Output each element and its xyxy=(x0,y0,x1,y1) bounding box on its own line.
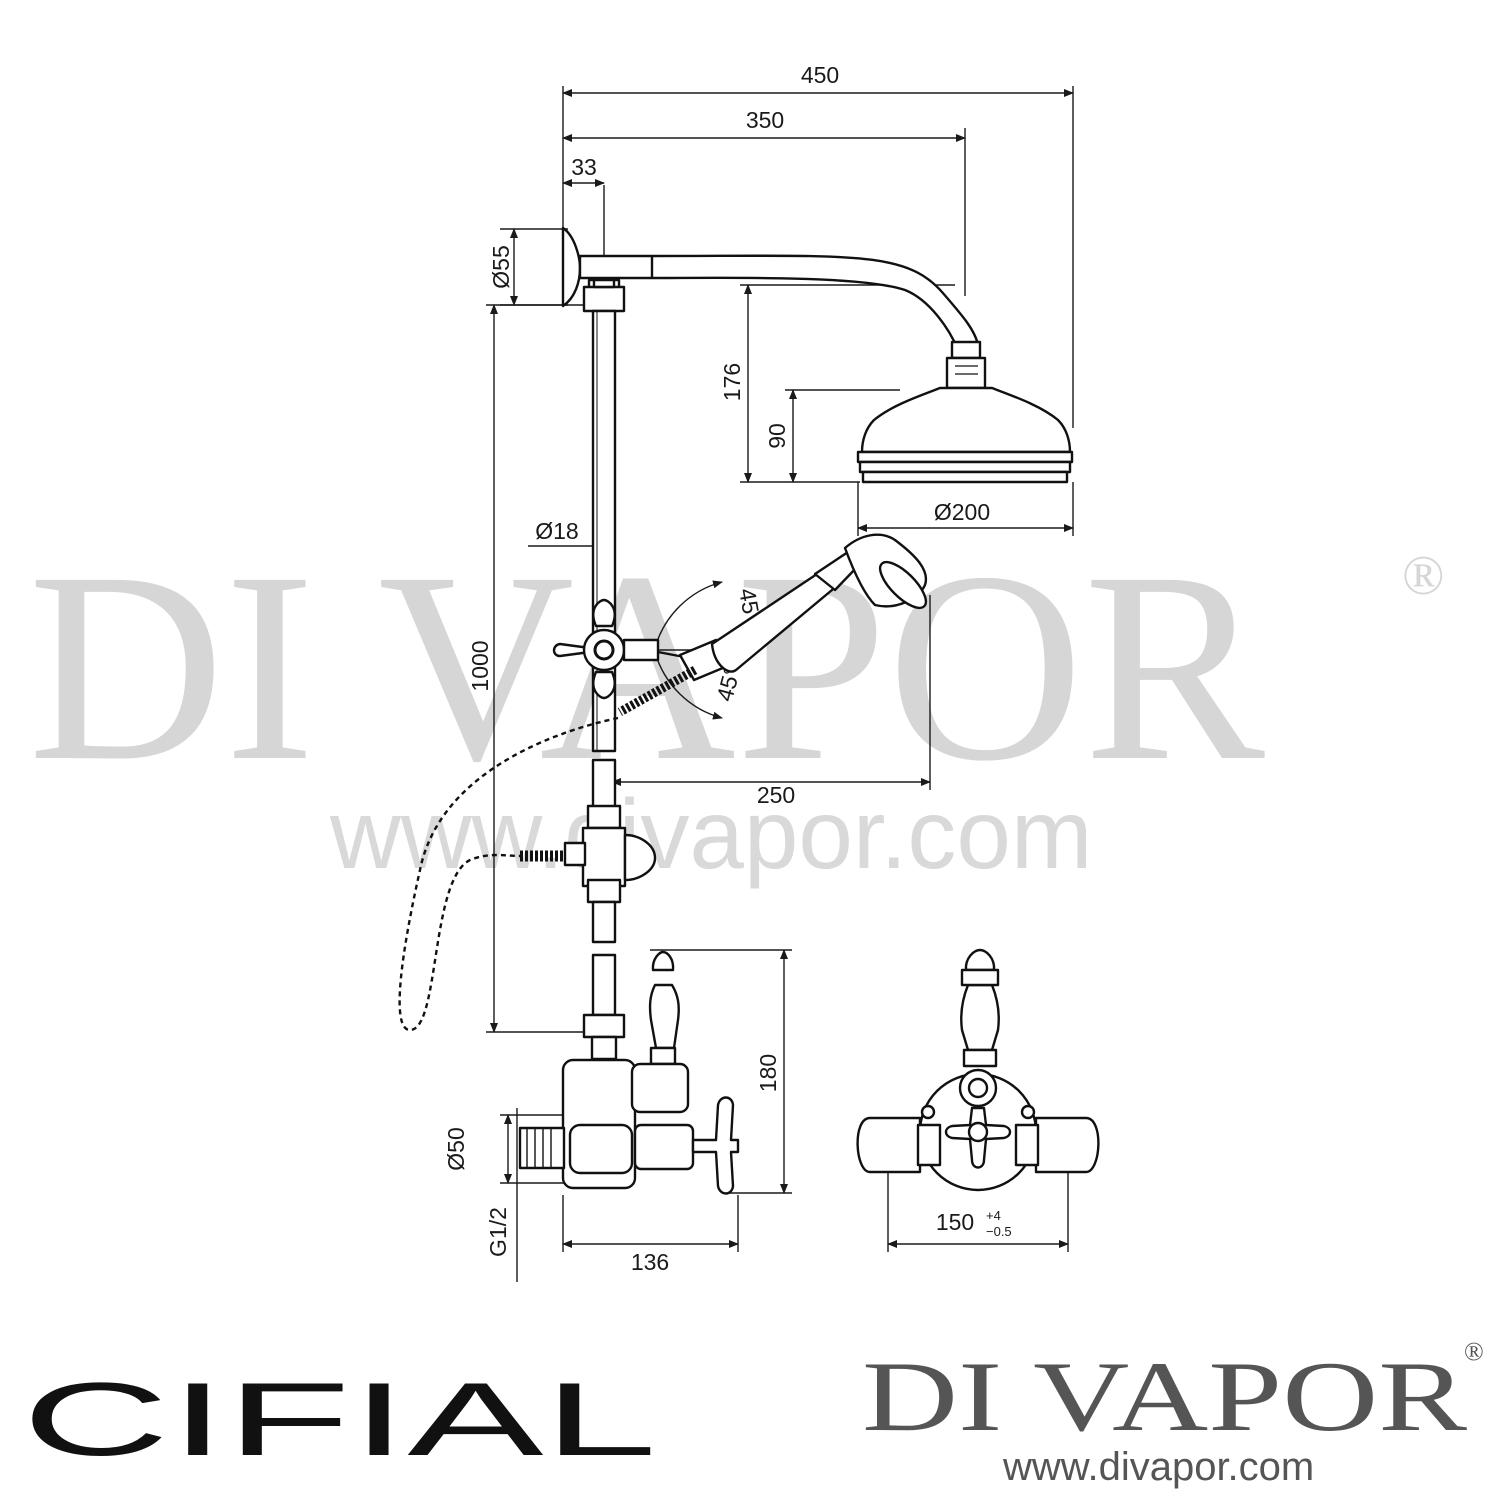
lever-handle-front xyxy=(960,983,1000,1052)
shower-head xyxy=(860,386,1072,454)
dim-total-width: 450 xyxy=(801,62,839,88)
retailer-url: www.divapor.com xyxy=(1002,1445,1314,1489)
dim-wall-flange-dia: Ø55 xyxy=(488,245,514,288)
head-neck xyxy=(950,340,982,360)
dim-head-height: 90 xyxy=(764,423,790,449)
flow-cross-handle-side xyxy=(691,1096,740,1195)
dimension-labels: 450 350 33 Ø55 1000 176 90 Ø200 Ø18 45° … xyxy=(443,62,1012,1275)
dim-rail-dia: Ø18 xyxy=(535,518,578,544)
front-nut-right xyxy=(1014,1123,1040,1167)
diverter-outlet xyxy=(563,841,587,867)
manufacturer-logo: CIFIAL xyxy=(22,1362,657,1478)
riser-rail-middle xyxy=(591,758,617,812)
diverter-lower-nut xyxy=(586,878,622,904)
lever-handle-side xyxy=(648,983,680,1050)
slider-knob-bottom xyxy=(592,670,616,700)
dim-centres: 150 xyxy=(936,1209,974,1235)
hose-coil-upper xyxy=(617,666,698,716)
dim-head-drop: 176 xyxy=(719,363,745,401)
dim-valve-height: 180 xyxy=(755,1054,781,1092)
dim-valve-depth: 136 xyxy=(631,1249,669,1275)
flow-control-shaft xyxy=(633,1123,695,1171)
dim-rail-height: 1000 xyxy=(467,640,493,691)
slider-knob-left xyxy=(552,642,592,658)
dim-inlet-dia: Ø50 xyxy=(443,1127,469,1170)
dim-arm-reach: 350 xyxy=(746,107,784,133)
watermark: DI VAPOR ® www.divapor.com xyxy=(28,516,1445,889)
watermark-url: www.divapor.com xyxy=(329,779,1093,889)
diverter-knob xyxy=(623,833,657,882)
dim-rail-offset: 33 xyxy=(571,154,597,180)
front-inlet-left xyxy=(856,1116,922,1174)
wall-flange xyxy=(561,226,582,308)
watermark-brand: DI VAPOR xyxy=(28,516,1266,817)
dim-centres-tol-minus: −0.5 xyxy=(986,1224,1012,1239)
dim-centres-tol-plus: +4 xyxy=(986,1208,1001,1223)
valve-top-nut xyxy=(582,1013,626,1039)
hose-dashed xyxy=(398,716,619,1032)
retailer-registered-mark: ® xyxy=(1464,1337,1484,1366)
product-drawing xyxy=(398,226,1100,1195)
dim-inlet-thread: G1/2 xyxy=(485,1207,511,1257)
diverter-body xyxy=(581,826,627,888)
retailer-logo: DI VAPOR xyxy=(862,1341,1467,1452)
shower-arm xyxy=(578,254,980,352)
inlet-collar xyxy=(568,1123,634,1175)
slider-knob-top xyxy=(592,598,616,628)
diverter-upper-nut xyxy=(586,804,622,830)
watermark-registered-mark: ® xyxy=(1402,545,1445,607)
front-nut-left xyxy=(916,1123,942,1167)
footer: CIFIAL DI VAPOR ® www.divapor.com xyxy=(22,1337,1484,1489)
riser-rail-lower xyxy=(591,953,617,1017)
dim-head-dia: Ø200 xyxy=(934,499,990,525)
temperature-cartridge xyxy=(630,1062,690,1114)
dim-handset-reach: 250 xyxy=(757,782,795,808)
front-inlet-right xyxy=(1034,1116,1100,1174)
